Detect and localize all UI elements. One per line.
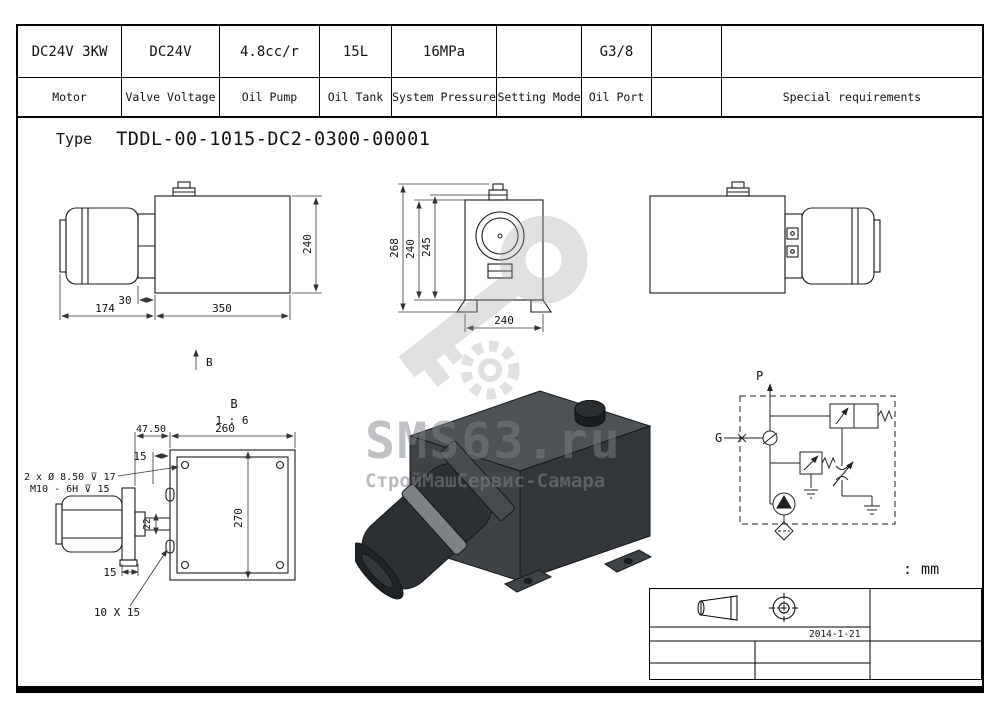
- spec-value-oil-port: G3/8: [582, 26, 652, 78]
- side-left-dimensions: [59, 195, 322, 370]
- bottom-view-label: B: [230, 397, 237, 411]
- spec-value-motor: DC24V 3KW: [18, 26, 122, 78]
- view-isometric: [355, 390, 653, 600]
- iso-oil-cap: [574, 400, 606, 427]
- dim-height-total: 268: [388, 238, 401, 258]
- dim-depth-270: 270: [232, 508, 245, 528]
- front-geometry: [455, 183, 553, 313]
- spec-value-valve-voltage: DC24V: [122, 26, 220, 78]
- type-code: TDDL-00-1015-DC2-0300-00001: [116, 128, 431, 150]
- side-right-geometry: [649, 181, 881, 294]
- dim-offset-flange: 47.50: [136, 424, 166, 435]
- side-left-geometry: [59, 181, 291, 294]
- dim-motor-length: 174: [95, 302, 115, 315]
- type-row: Type TDDL-00-1015-DC2-0300-00001: [18, 120, 430, 158]
- front-dimensions: [398, 183, 544, 332]
- hole-note-1: 2 x Ø 8.50 ⊽ 17: [24, 471, 116, 483]
- dim-width-260: 260: [215, 422, 235, 435]
- hole-note-2: M10 - 6H ⊽ 15: [30, 484, 110, 495]
- spec-label-system-pressure: System Pressure: [392, 78, 497, 118]
- port-g-label: G: [715, 431, 722, 445]
- view-side-left: 240 174 350 30 B: [59, 181, 322, 370]
- view-arrow-label: B: [206, 356, 213, 369]
- spec-label-motor: Motor: [18, 78, 122, 118]
- dim-offset-bottom: 15: [103, 566, 116, 579]
- dim-gap: 30: [118, 294, 131, 307]
- view-bottom: B 1 : 6: [24, 397, 296, 619]
- dim-height-tank: 240: [404, 239, 417, 259]
- view-side-right: [649, 181, 881, 294]
- spec-label-oil-tank: Oil Tank: [320, 78, 392, 118]
- sheet-frame: DC24V 3KW DC24V 4.8cc/r 15L 16MPa G3/8 M…: [16, 24, 984, 693]
- spec-value-system-pressure: 16MPa: [392, 26, 497, 78]
- title-block-date: 2014-1-21: [809, 629, 861, 640]
- spec-table: DC24V 3KW DC24V 4.8cc/r 15L 16MPa G3/8 M…: [18, 26, 982, 118]
- dim-stub-22: 22: [142, 518, 153, 529]
- bottom-geometry: [55, 449, 296, 581]
- bottom-view-scale: 1 : 6: [215, 414, 248, 427]
- title-block: 2014-1-21: [649, 588, 982, 680]
- dim-front-width: 240: [494, 314, 514, 327]
- spec-label-valve-voltage: Valve Voltage: [122, 78, 220, 118]
- schematic-circuit: [724, 383, 896, 541]
- spec-value-spare: [652, 26, 722, 78]
- spec-label-special-requirements: Special requirements: [722, 78, 982, 118]
- spec-label-oil-pump: Oil Pump: [220, 78, 320, 118]
- type-label: Type: [56, 130, 93, 148]
- title-block-grid: [649, 588, 982, 680]
- port-p-label: P: [756, 369, 763, 383]
- dim-tank-length: 350: [212, 302, 232, 315]
- spec-label-setting-mode: Setting Mode: [497, 78, 582, 118]
- dim-offset-top: 15: [133, 450, 146, 463]
- spec-label-spare: [652, 78, 722, 118]
- iso-motor: [355, 440, 516, 600]
- spec-value-special-requirements: [722, 26, 982, 78]
- bottom-dimensions: [117, 432, 296, 607]
- dim-height-mid: 245: [420, 237, 433, 257]
- view-front: 268 240 245 240: [388, 183, 553, 332]
- spec-value-oil-tank: 15L: [320, 26, 392, 78]
- spec-value-oil-pump: 4.8cc/r: [220, 26, 320, 78]
- units-note: : mm: [903, 560, 940, 578]
- spec-label-oil-port: Oil Port: [582, 78, 652, 118]
- spec-value-setting-mode: [497, 26, 582, 78]
- projection-symbol: [697, 593, 799, 623]
- slot-note: 10 X 15: [94, 606, 140, 619]
- hydraulic-schematic: P G: [715, 369, 896, 541]
- dim-tank-height: 240: [301, 234, 314, 254]
